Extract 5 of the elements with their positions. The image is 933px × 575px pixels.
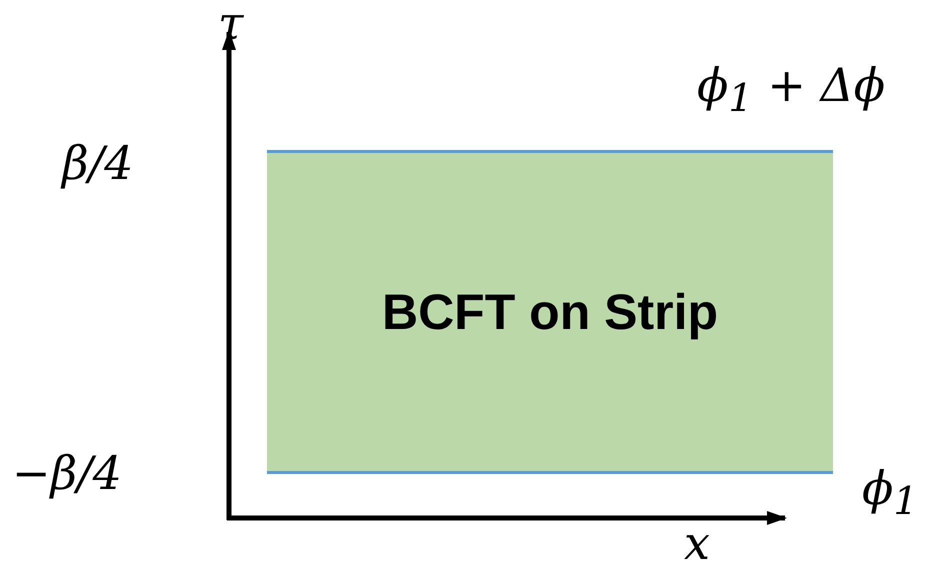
boundary-value-label: ϕ$_{1}$ — [862, 465, 918, 522]
boundary-value-label: ϕ$_{1}$ + Δϕ — [697, 62, 886, 119]
axis-label: x — [684, 520, 710, 566]
strip-region — [267, 153, 833, 471]
region-title: BCFT on Strip — [382, 283, 718, 341]
